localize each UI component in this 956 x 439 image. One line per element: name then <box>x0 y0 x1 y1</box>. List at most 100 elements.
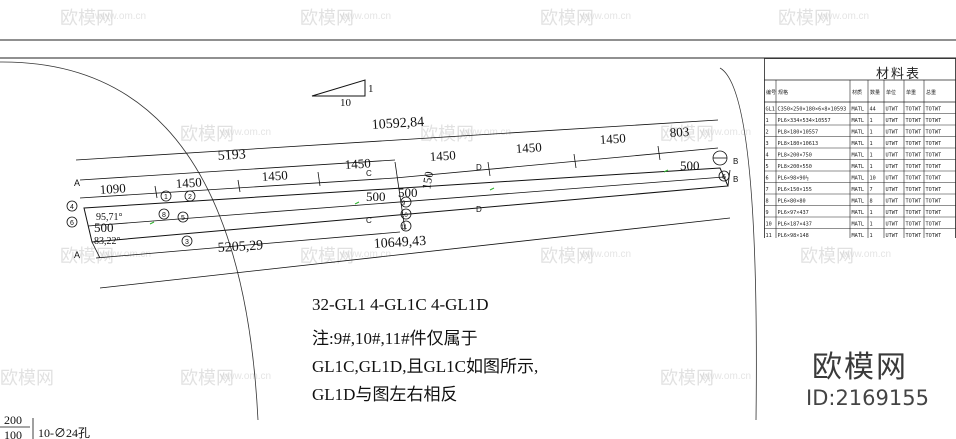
part-bubble <box>66 200 78 212</box>
watermark-brand: 欧模网 <box>0 368 54 388</box>
part-label: 1 <box>164 194 168 201</box>
table-cell: 8 <box>870 199 873 205</box>
table-cell: 7 <box>766 187 769 193</box>
beam-centerline <box>87 176 725 227</box>
table-cell: MATL <box>852 187 865 193</box>
part-label: 9 <box>402 201 406 207</box>
table-cell: C350×250×180×6×8×10593 <box>778 107 847 113</box>
table-cell: MATL <box>852 130 865 136</box>
section-marker-D: D <box>476 163 482 172</box>
dim-100: 100 <box>4 428 22 439</box>
table-cell: MATL <box>852 176 865 182</box>
dim-1450-c: 1450 <box>344 155 371 172</box>
watermark-id: ID:2169155 <box>806 386 929 410</box>
table-cell: PL6×334×534×10557 <box>778 118 831 124</box>
table-cell: UTWT <box>886 118 899 124</box>
watermark-url: www.om.cn <box>459 127 511 138</box>
table-cell: TOTWT <box>906 199 922 205</box>
slope-indicator: 1 10 <box>311 79 374 109</box>
dim-150: 150 <box>419 170 436 190</box>
table-cell: UTWT <box>886 233 899 238</box>
dim-500-mid-a: 500 <box>366 189 386 204</box>
frame-arc-right <box>719 67 757 421</box>
part-bubble <box>718 170 730 182</box>
dim-1450-e: 1450 <box>515 139 542 156</box>
weld-mark <box>149 221 155 225</box>
watermark-url: www.om.cn <box>339 249 391 260</box>
dim-803: 803 <box>669 124 689 140</box>
table-cell: UTWT <box>886 222 899 228</box>
table-cell: 1 <box>870 210 873 216</box>
watermark-brand: 欧模网 <box>300 8 354 28</box>
table-cell: UTWT <box>886 176 899 182</box>
table-cell: UTWT <box>886 130 899 136</box>
watermark-url: www.om.cn <box>219 127 271 138</box>
dim-line-left-span <box>79 159 396 181</box>
table-header-cell: 单重 <box>906 89 916 96</box>
table-cell: TOTWT <box>906 164 922 170</box>
watermark-url: www.om.cn <box>839 249 891 260</box>
table-cell: TOTWT <box>906 141 922 147</box>
part-label: 2 <box>188 194 192 201</box>
table-cell: UTWT <box>886 199 899 205</box>
dim-1450-a: 1450 <box>175 174 202 191</box>
table-cell: TOTWT <box>906 130 922 136</box>
table-cell: 10 <box>766 222 772 228</box>
watermark-url: www.om.cn <box>699 371 751 382</box>
table-cell: PL6×98×90½ <box>778 175 809 182</box>
table-cell: 1 <box>870 153 873 159</box>
table-cell: TOTWT <box>926 153 942 159</box>
watermark-url: www.om.cn <box>94 11 146 22</box>
section-marker-C: C <box>366 169 372 178</box>
table-header-cell: 数量 <box>870 89 880 96</box>
table-cell: 11 <box>766 233 772 238</box>
table-header-cell: 材质 <box>852 89 862 96</box>
note-line-1: 注:9#,10#,11#件仅属于 <box>312 329 478 348</box>
table-header-cell: 编号 <box>766 89 776 96</box>
watermark-url: www.om.cn <box>219 371 271 382</box>
part-label: 3 <box>185 239 189 246</box>
dim-tick <box>317 171 321 187</box>
table-cell: TOTWT <box>906 210 922 216</box>
note-line-2: GL1C,GL1D,且GL1C如图所示, <box>312 357 539 376</box>
table-cell: 8 <box>766 199 769 205</box>
table-cell: TOTWT <box>926 187 942 193</box>
part-label: 6 <box>722 174 726 181</box>
part-bubble <box>184 190 196 202</box>
watermark-brand-text: 欧模网 <box>812 350 908 385</box>
table-cell: TOTWT <box>906 222 922 228</box>
watermark-brand: 欧模网 <box>180 368 234 388</box>
table-cell: UTWT <box>886 187 899 193</box>
section-marker-A: A <box>74 250 80 260</box>
table-cell: GL1 <box>766 107 775 113</box>
table-cell: PL6×97×437 <box>778 210 809 216</box>
table-cell: TOTWT <box>926 176 942 182</box>
table-cell: 10 <box>870 176 876 182</box>
table-cell: MATL <box>852 233 865 238</box>
table-cell: 7 <box>870 187 873 193</box>
table-cell: TOTWT <box>906 118 922 124</box>
dim-line-row3-left <box>79 177 396 199</box>
slope-triangle <box>311 79 366 97</box>
dim-line-bottom-left <box>95 231 401 259</box>
table-cell: TOTWT <box>906 187 922 193</box>
dim-tick <box>573 153 577 169</box>
table-cell: MATL <box>852 210 865 216</box>
table-cell: UTWT <box>886 141 899 147</box>
table-cell: 9 <box>766 210 769 216</box>
watermark-brand: 欧模网 <box>660 124 714 144</box>
section-marker-A: A <box>74 178 80 188</box>
part-label: 5 <box>181 215 185 222</box>
bottom-left-fragment: 200 100 10-∅24孔 <box>0 413 90 439</box>
table-header-cell: 单位 <box>886 89 896 96</box>
table-cell: TOTWT <box>926 130 942 136</box>
dim-total-top: 10592,84 <box>371 115 424 133</box>
dim-total-bottom: 10649,43 <box>373 234 426 252</box>
table-cell: TOTWT <box>906 153 922 159</box>
table-cell: MATL <box>852 118 865 124</box>
dim-tick <box>487 161 491 177</box>
table-cell: PL6×187×437 <box>778 222 812 228</box>
table-cell: PL8×200×750 <box>778 153 812 159</box>
table-cell: TOTWT <box>926 118 942 124</box>
